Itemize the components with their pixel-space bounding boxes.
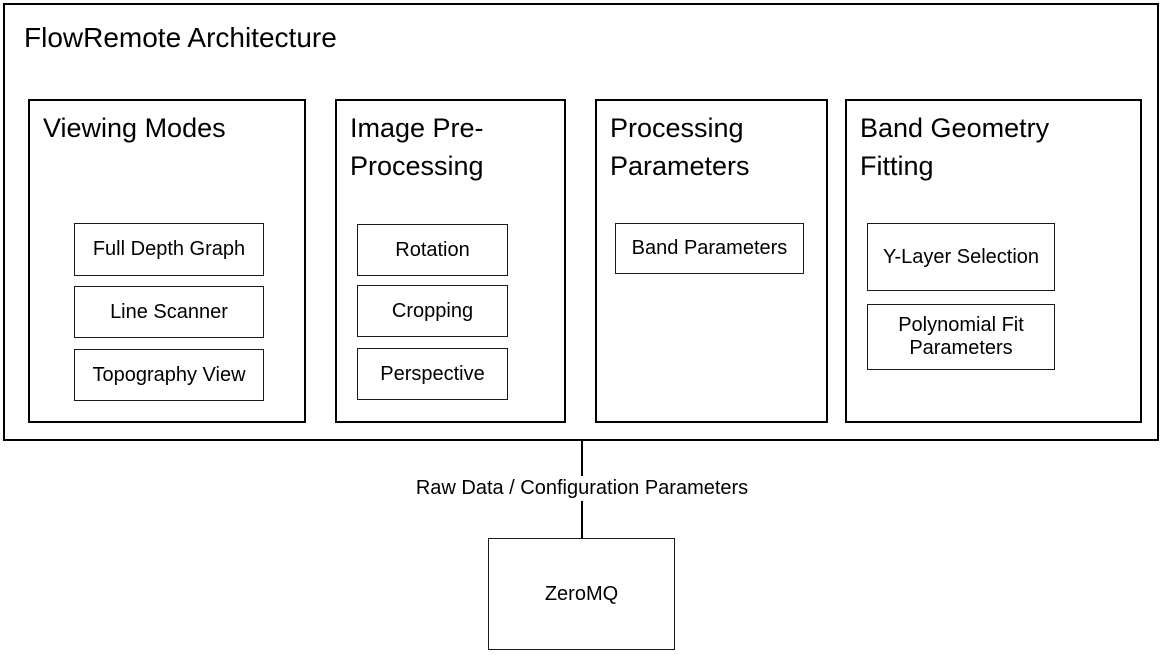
panel-viewing-modes-title: Viewing Modes	[43, 113, 226, 143]
panel-image-pre-processing: Image Pre-Processing Rotation Cropping P…	[335, 99, 566, 423]
panel-processing-parameters-title: Processing Parameters	[610, 113, 750, 181]
panel-image-pre-processing-title: Image Pre-Processing	[350, 113, 484, 181]
panel-viewing-modes: Viewing Modes Full Depth Graph Line Scan…	[28, 99, 306, 423]
node-line-scanner: Line Scanner	[74, 286, 264, 338]
diagram-title: FlowRemote Architecture	[24, 22, 337, 53]
panel-processing-parameters: Processing Parameters Band Parameters	[595, 99, 828, 423]
node-perspective: Perspective	[357, 348, 508, 400]
panel-band-geometry-fitting-title: Band Geometry Fitting	[860, 113, 1050, 181]
node-zeromq: ZeroMQ	[488, 538, 675, 650]
panel-band-geometry-fitting: Band Geometry Fitting Y-Layer Selection …	[845, 99, 1142, 423]
node-y-layer-selection: Y-Layer Selection	[867, 223, 1055, 291]
flowremote-container-box: FlowRemote Architecture Viewing Modes Fu…	[3, 3, 1159, 441]
node-band-parameters: Band Parameters	[615, 223, 804, 274]
node-rotation: Rotation	[357, 224, 508, 276]
node-polynomial-fit-parameters: Polynomial Fit Parameters	[867, 304, 1055, 370]
node-cropping: Cropping	[357, 285, 508, 337]
node-topography-view: Topography View	[74, 349, 264, 401]
connector-label: Raw Data / Configuration Parameters	[411, 476, 753, 501]
node-zeromq-label: ZeroMQ	[544, 582, 619, 605]
node-full-depth-graph: Full Depth Graph	[74, 223, 264, 276]
